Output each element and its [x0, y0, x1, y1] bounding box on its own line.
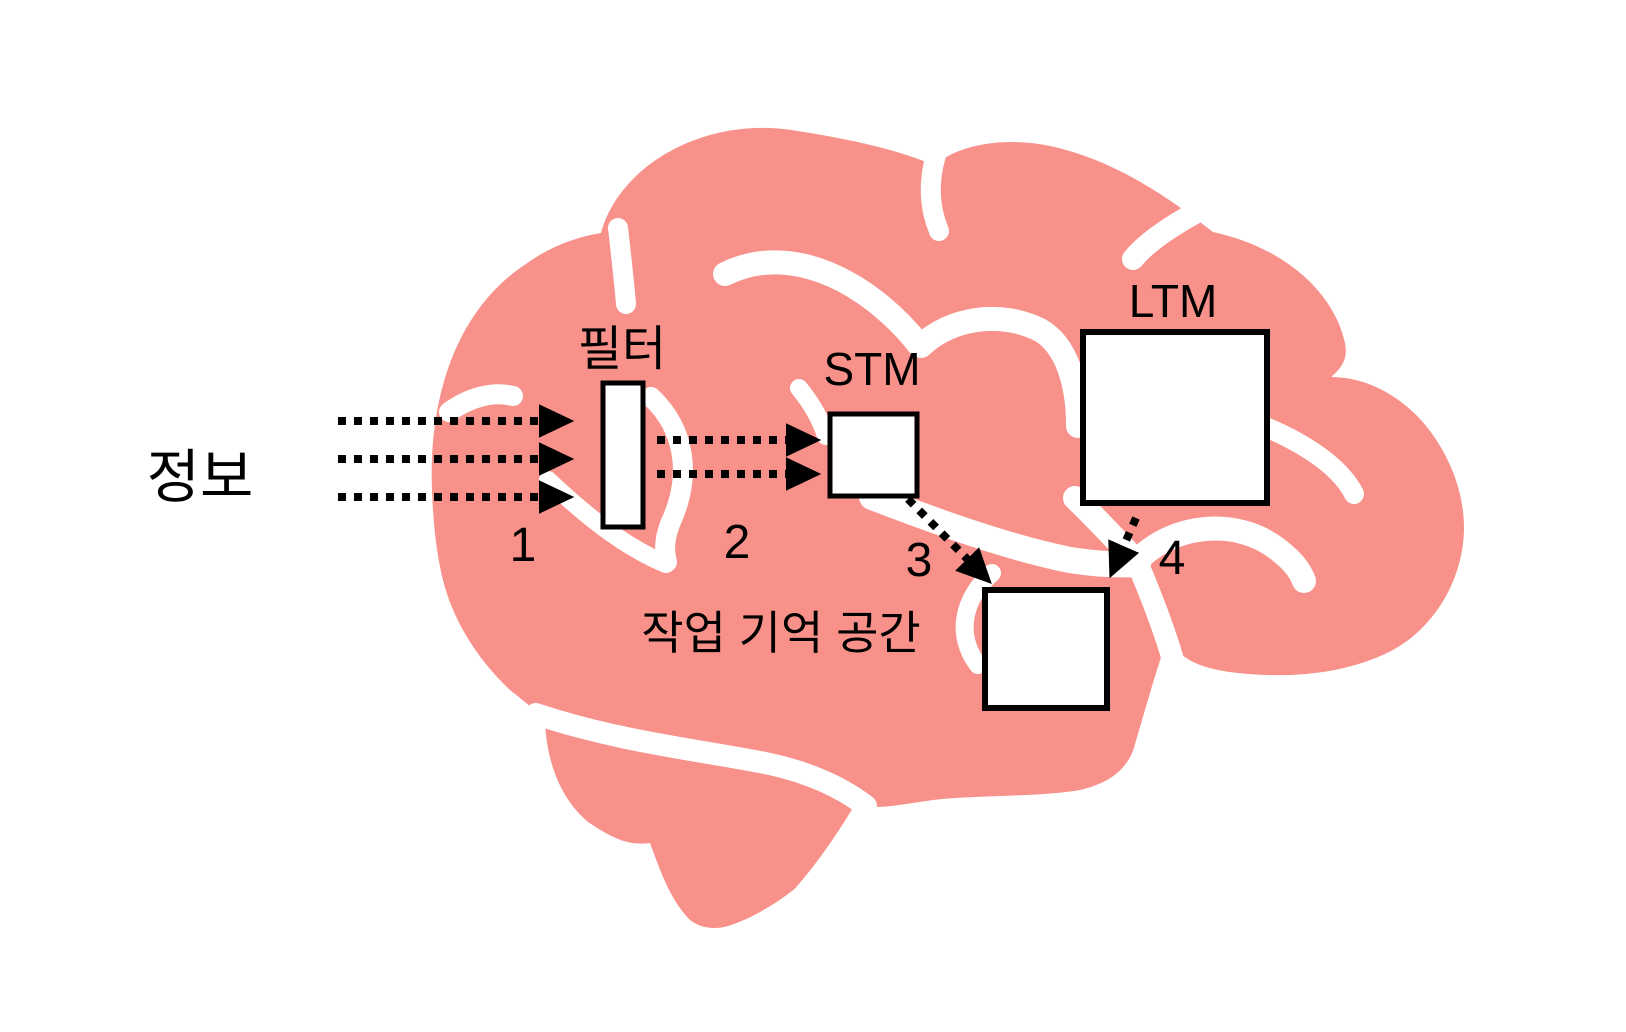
step-number-2: 2 — [724, 516, 751, 569]
information-label: 정보 — [147, 445, 254, 510]
sulcus-right-of-ltm — [1258, 418, 1364, 504]
stm-box — [827, 411, 920, 499]
sulcus-left-of-stm — [790, 379, 835, 445]
sulcus-right-channel — [1128, 556, 1187, 682]
working-memory-box — [982, 587, 1110, 711]
memory-boxes — [600, 329, 1270, 711]
ltm-box — [1080, 329, 1270, 506]
filter-label: 필터 — [578, 323, 666, 376]
labels: 정보 필터 STM LTM 작업 기억 공간 1 2 3 4 — [147, 275, 1218, 659]
sulcus-central-left — [713, 250, 931, 357]
sulcus-bottom-band — [525, 703, 877, 817]
sulcus-right-of-filter — [641, 387, 693, 572]
stm-to-wm-arrow — [905, 496, 992, 584]
stm-label: STM — [823, 343, 920, 395]
filter-box — [600, 380, 646, 530]
step-number-4: 4 — [1159, 532, 1186, 585]
sulcus-top-right — [1122, 202, 1206, 270]
step-number-1: 1 — [510, 519, 537, 572]
flow-arrows — [338, 404, 1140, 584]
brain-illustration — [431, 127, 1464, 929]
sulcus-front-top — [608, 218, 636, 314]
ltm-label: LTM — [1129, 275, 1218, 327]
working-memory-label: 작업 기억 공간 — [641, 607, 920, 659]
sulcus-stem-notch — [780, 802, 869, 916]
sulcus-top-notch — [920, 145, 949, 241]
sulcus-central-right — [909, 307, 1090, 438]
sulcus-front-small — [439, 384, 523, 422]
step-number-3: 3 — [906, 534, 933, 587]
sulcus-lower-right-arc — [1129, 516, 1316, 593]
